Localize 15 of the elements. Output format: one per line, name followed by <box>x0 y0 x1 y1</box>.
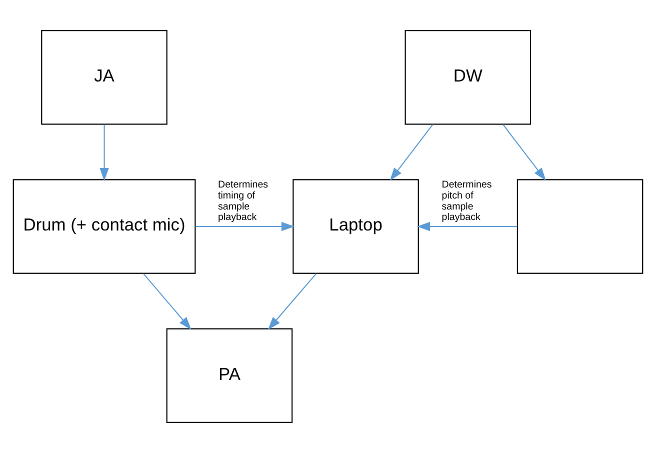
arrow <box>267 272 316 330</box>
node-box: DW <box>404 29 531 124</box>
edge-label: Determines timing of sample playback <box>218 179 268 223</box>
arrow <box>194 221 294 231</box>
arrow <box>99 124 108 181</box>
arrow <box>389 124 433 180</box>
node-box: PA <box>166 328 292 423</box>
node-box: JA <box>40 29 167 124</box>
edge-label: Determines pitch of sample playback <box>441 179 492 223</box>
node-box: Laptop <box>292 178 418 274</box>
arrow <box>142 272 191 330</box>
node-box <box>516 178 643 274</box>
arrow <box>416 221 517 231</box>
node-box: Drum (+ contact mic) <box>12 178 196 274</box>
arrow <box>502 124 546 180</box>
